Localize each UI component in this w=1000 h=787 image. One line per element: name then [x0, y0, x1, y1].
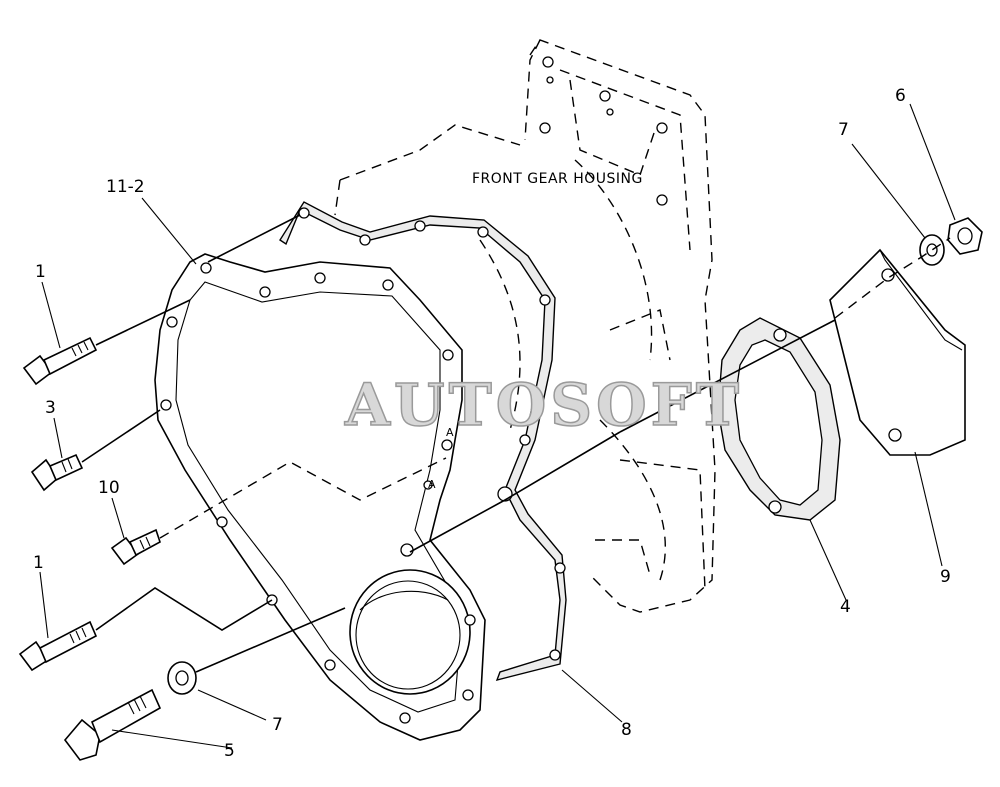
- cover-bolt-hole: [399, 712, 411, 724]
- bolt-1-upper: [22, 336, 98, 386]
- gasket-bolt-hole: [549, 649, 561, 661]
- cover-bolt-hole: [442, 349, 454, 361]
- callout-1-lower: 1: [33, 553, 44, 573]
- callout-7-upper: 7: [838, 120, 849, 140]
- upper-washer: [919, 234, 945, 266]
- assembly-lines: [39, 103, 956, 749]
- cover-bolt-hole: [423, 480, 433, 490]
- callout-4: 4: [840, 597, 851, 617]
- cover-bolt-hole: [259, 286, 271, 298]
- housing-bolt-hole: [599, 90, 611, 102]
- gasket-bolt-hole: [773, 328, 787, 342]
- bolt-3: [30, 453, 84, 492]
- cover-bolt-hole: [441, 439, 453, 451]
- housing-bolt-hole: [656, 194, 668, 206]
- housing-bolt-hole: [546, 76, 554, 84]
- gasket-bolt-hole: [768, 500, 782, 514]
- gasket-bolt-hole: [519, 434, 531, 446]
- lower-washer: [167, 661, 197, 695]
- alignment-mark: A: [446, 426, 454, 439]
- watermark: AUTOSOFT: [344, 371, 743, 439]
- gasket-bolt-hole: [554, 562, 566, 574]
- housing-bolt-hole: [539, 122, 551, 134]
- callout-9: 9: [940, 567, 951, 587]
- gasket-bolt-hole: [414, 220, 426, 232]
- housing-label: FRONT GEAR HOUSING: [472, 171, 643, 187]
- alignment-mark: A: [428, 478, 436, 491]
- callout-11-2: 11-2: [106, 177, 145, 197]
- callout-3: 3: [45, 398, 56, 418]
- callout-8: 8: [621, 720, 632, 740]
- plate-bolt-hole: [888, 428, 902, 442]
- housing-bolt-hole: [542, 56, 554, 68]
- access-plate-gasket: [717, 317, 841, 521]
- cover-bolt-hole: [382, 279, 394, 291]
- housing-gasket: [279, 201, 567, 682]
- gasket-bolt-hole: [298, 207, 310, 219]
- cover-bolt-hole: [464, 614, 476, 626]
- callout-6: 6: [895, 86, 906, 106]
- front-gear-housing: [334, 39, 716, 613]
- front-cover: [154, 253, 486, 741]
- bolt-10: [110, 528, 161, 566]
- gasket-bolt-hole: [359, 234, 371, 246]
- cover-bolt-hole: [200, 262, 212, 274]
- callout-5: 5: [224, 741, 235, 761]
- cover-bolt-hole: [462, 689, 474, 701]
- cover-bolt-hole: [400, 543, 414, 557]
- cover-bolt-hole: [216, 516, 228, 528]
- cover-bolt-hole: [324, 659, 336, 671]
- callout-1-upper: 1: [35, 262, 46, 282]
- housing-bolt-hole: [656, 122, 668, 134]
- nut: [947, 217, 983, 255]
- cover-bolt-hole: [314, 272, 326, 284]
- housing-bolt-hole: [606, 108, 614, 116]
- access-plate: [829, 248, 966, 456]
- bolt-1-lower: [18, 620, 98, 672]
- gasket-bolt-hole: [477, 226, 489, 238]
- callout-7-lower: 7: [272, 715, 283, 735]
- gasket-bolt-hole: [539, 294, 551, 306]
- cover-bolt-hole: [166, 316, 178, 328]
- cover-bolt-hole: [160, 399, 172, 411]
- crankshaft-seal-boss: [349, 569, 471, 695]
- callout-10: 10: [98, 478, 120, 498]
- bolt-5: [63, 688, 162, 761]
- gasket-bolt-hole: [497, 486, 513, 502]
